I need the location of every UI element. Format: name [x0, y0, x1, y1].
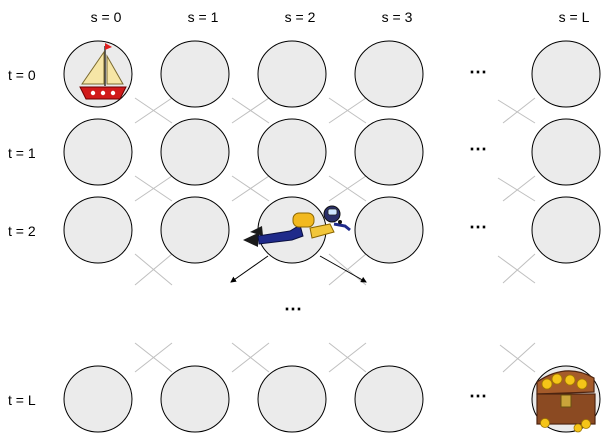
- column-label-s1: s = 1: [188, 9, 219, 25]
- node: [532, 197, 600, 263]
- node: [64, 197, 132, 263]
- node: [532, 119, 600, 185]
- arrow-left: [231, 256, 268, 282]
- column-label-s2: s = 2: [285, 9, 316, 25]
- ellipsis-middle: ⋯: [284, 299, 302, 319]
- column-label-s3: s = 3: [382, 9, 413, 25]
- node: [64, 366, 132, 432]
- ellipsis-row-L: ⋯: [469, 386, 487, 406]
- node: [532, 41, 600, 107]
- row-label-t0: t = 0: [8, 67, 36, 83]
- ellipsis-row-1: ⋯: [469, 139, 487, 159]
- ellipsis-row-0: ⋯: [469, 62, 487, 82]
- column-label-s0: s = 0: [91, 9, 122, 25]
- node: [258, 41, 326, 107]
- node: [161, 366, 229, 432]
- row-label-t2: t = 2: [8, 223, 36, 239]
- column-label-sL: s = L: [559, 9, 590, 25]
- ellipsis-row-2: ⋯: [469, 217, 487, 237]
- node: [355, 119, 423, 185]
- node: [161, 119, 229, 185]
- node: [161, 41, 229, 107]
- node: [355, 41, 423, 107]
- node: [355, 197, 423, 263]
- node: [64, 119, 132, 185]
- node: [258, 119, 326, 185]
- treasure-chest-icon: [532, 366, 600, 432]
- row-label-tL: t = L: [8, 392, 36, 408]
- node: [258, 366, 326, 432]
- node: [355, 366, 423, 432]
- node: [161, 197, 229, 263]
- row-label-t1: t = 1: [8, 145, 36, 161]
